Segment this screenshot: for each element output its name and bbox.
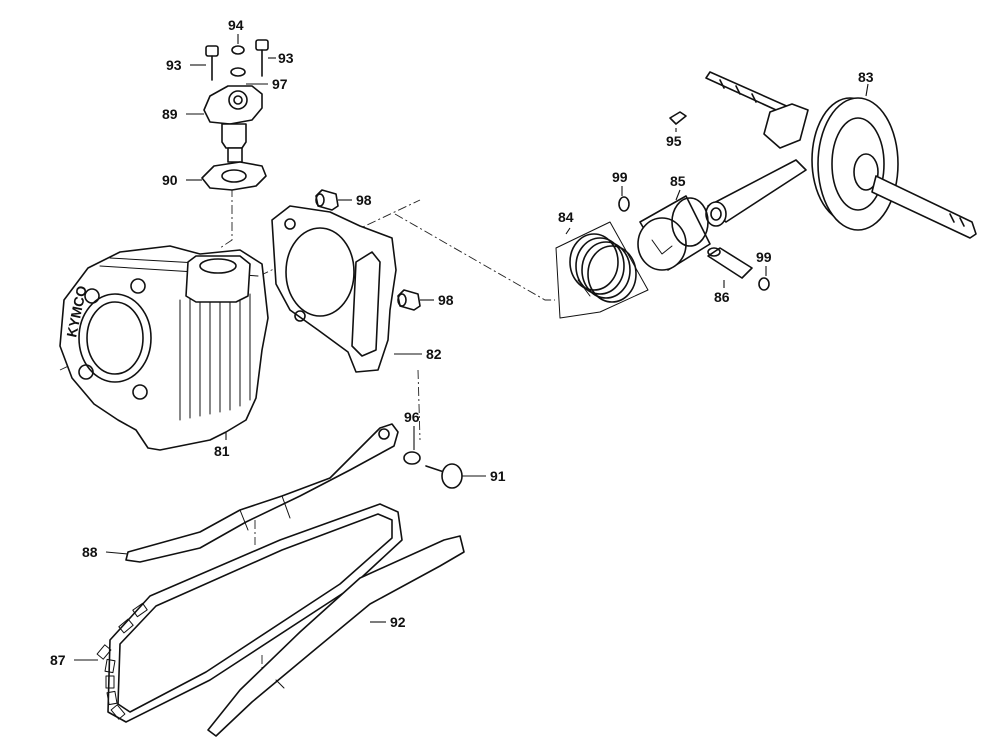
- crankshaft-assembly: [705, 71, 977, 239]
- dowel-pin-lower: [397, 289, 421, 311]
- cylinder-block: KYMCO: [59, 245, 269, 451]
- chain-guide: [207, 535, 465, 737]
- label-98-upper: 98: [356, 192, 372, 208]
- label-88: 88: [82, 544, 98, 560]
- label-95: 95: [666, 133, 682, 149]
- label-93-right: 93: [278, 50, 294, 66]
- label-85: 85: [670, 173, 686, 189]
- label-87: 87: [50, 652, 66, 668]
- cylinder-gasket: [271, 205, 397, 373]
- piston-pin: [707, 247, 753, 279]
- piston-pin-clip-right: [758, 277, 770, 291]
- dowel-pin-upper: [315, 189, 339, 211]
- slipper-o-ring: [403, 451, 421, 465]
- label-82: 82: [426, 346, 442, 362]
- tensioner-gasket: [201, 161, 267, 191]
- cam-chain-tensioner: [203, 85, 263, 163]
- piston: [637, 195, 711, 271]
- label-81: 81: [214, 443, 230, 459]
- label-99-right: 99: [756, 249, 772, 265]
- label-99-left: 99: [612, 169, 628, 185]
- slipper-pivot-bolt: [425, 463, 463, 489]
- tensioner-washer-and-oring: [230, 45, 246, 77]
- leader-lines: [74, 34, 869, 661]
- tensioner-bolts: [205, 39, 269, 81]
- label-98-lower: 98: [438, 292, 454, 308]
- piston-pin-clip-left: [618, 196, 630, 212]
- label-96: 96: [404, 409, 420, 425]
- woodruff-key: [669, 111, 687, 125]
- label-84: 84: [558, 209, 574, 225]
- piston-ring-set: [555, 221, 649, 319]
- label-91: 91: [490, 468, 506, 484]
- chain-tensioner-slipper: [125, 423, 399, 563]
- cam-chain: [96, 503, 403, 723]
- label-93-left: 93: [166, 57, 182, 73]
- label-86: 86: [714, 289, 730, 305]
- label-94: 94: [228, 17, 244, 33]
- part-labels: 93 94 93 89 97 90 98 98 82 81 84 85 99 9…: [50, 17, 874, 668]
- label-90: 90: [162, 172, 178, 188]
- label-83: 83: [858, 69, 874, 85]
- label-89: 89: [162, 106, 178, 122]
- label-92: 92: [390, 614, 406, 630]
- label-97: 97: [272, 76, 288, 92]
- cam-chain-links: [96, 602, 148, 720]
